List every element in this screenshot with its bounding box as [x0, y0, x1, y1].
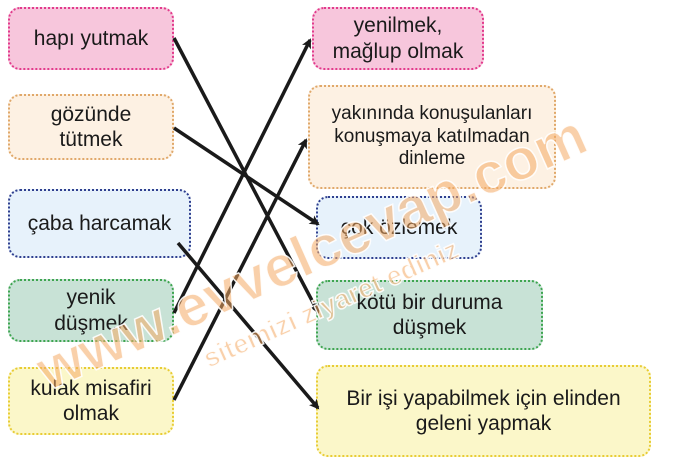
right-box-label: kötü bir duruma düşmek — [356, 290, 503, 339]
right-box-elinden-geleni-yapmak: Bir işi yapabilmek için elinden geleni y… — [316, 365, 651, 457]
arrow-gozunde-tutmek-to-cok-ozlemek — [173, 126, 320, 226]
right-box-kotu-bir-duruma: kötü bir duruma düşmek — [316, 280, 543, 350]
left-box-label: çaba harcamak — [27, 211, 172, 235]
left-box-label: yenik düşmek — [54, 286, 128, 335]
right-box-kulak-misafiri-tanim: yakınında konuşulanları konuşmaya katılm… — [308, 85, 556, 189]
right-box-label: yenilmek, mağlup olmak — [332, 14, 464, 63]
left-box-caba-harcamak: çaba harcamak — [8, 189, 191, 258]
left-box-label: hapı yutmak — [33, 26, 149, 50]
left-box-yenik-dusmek: yenik düşmek — [8, 279, 174, 342]
right-box-label: Bir işi yapabilmek için elinden geleni y… — [346, 386, 621, 435]
right-box-label: çok özlemek — [340, 215, 458, 239]
left-box-label: kulak misafiri olmak — [30, 376, 152, 425]
right-box-cok-ozlemek: çok özlemek — [316, 196, 482, 259]
right-box-yenilmek: yenilmek, mağlup olmak — [312, 7, 484, 70]
right-box-label: yakınında konuşulanları konuşmaya katılm… — [331, 102, 533, 170]
arrow-yenik-dusmek-to-yenilmek — [172, 38, 312, 314]
left-box-kulak-misafiri-olmak: kulak misafiri olmak — [8, 367, 174, 435]
left-box-label: gözünde tütmek — [50, 102, 132, 151]
arrow-kulak-misafiri-to-konusulanlari — [172, 138, 308, 401]
left-box-hapi-yutmak: hapı yutmak — [8, 7, 174, 70]
arrow-caba-harcamak-to-elinden-geleni — [176, 241, 320, 410]
left-box-gozunde-tutmek: gözünde tütmek — [8, 94, 174, 160]
arrow-hapi-yutmak-to-kotu-duruma — [172, 37, 320, 314]
